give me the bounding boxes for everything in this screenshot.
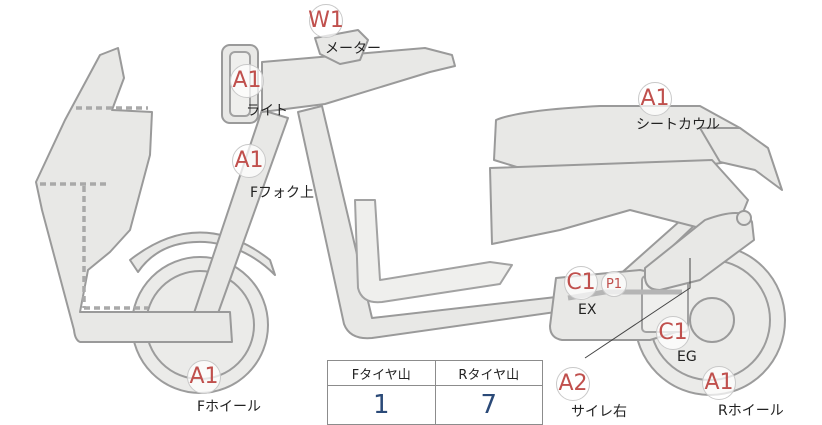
ex-marker[interactable]: C1 <box>564 266 598 300</box>
muffler-right-marker[interactable]: A2 <box>556 367 590 401</box>
front-wheel-label: Fホイール <box>197 399 262 415</box>
rear-tire-value: 7 <box>434 385 543 425</box>
muffler <box>644 212 755 291</box>
floor-panel <box>354 199 513 304</box>
rear-wheel-marker[interactable]: A1 <box>702 366 736 400</box>
fork-marker[interactable]: A1 <box>232 144 266 178</box>
muffler-tip <box>736 210 752 226</box>
muffler-right-label: サイレ右 <box>571 404 627 420</box>
seat-cowl <box>699 127 783 191</box>
fork-label: Fフォク上 <box>250 185 315 201</box>
ex-sub-marker[interactable]: P1 <box>601 271 627 297</box>
light-marker[interactable]: A1 <box>230 64 264 98</box>
seat-cowl-marker[interactable]: A1 <box>638 82 672 116</box>
handlebar <box>261 47 456 113</box>
ex-label: EX <box>578 302 597 318</box>
rear-tire-header: Rタイヤ山 <box>434 360 543 386</box>
front-tire-header: Fタイヤ山 <box>327 360 436 386</box>
front-tire-value: 1 <box>327 385 436 425</box>
leader-line-muffler <box>584 258 691 359</box>
eg-label: EG <box>677 349 697 365</box>
seat-cowl-label: シートカウル <box>636 117 720 133</box>
meter-marker[interactable]: W1 <box>308 4 344 38</box>
rear-wheel-label: Rホイール <box>718 403 784 419</box>
meter-housing <box>314 29 369 65</box>
eg-marker[interactable]: C1 <box>656 316 690 350</box>
light-label: ライト <box>246 103 288 119</box>
front-wheel-marker[interactable]: A1 <box>187 360 221 394</box>
meter-label: メーター <box>325 41 381 57</box>
tire-tread-table: Fタイヤ山 Rタイヤ山 1 7 <box>327 360 543 425</box>
rear-hub <box>689 297 735 343</box>
